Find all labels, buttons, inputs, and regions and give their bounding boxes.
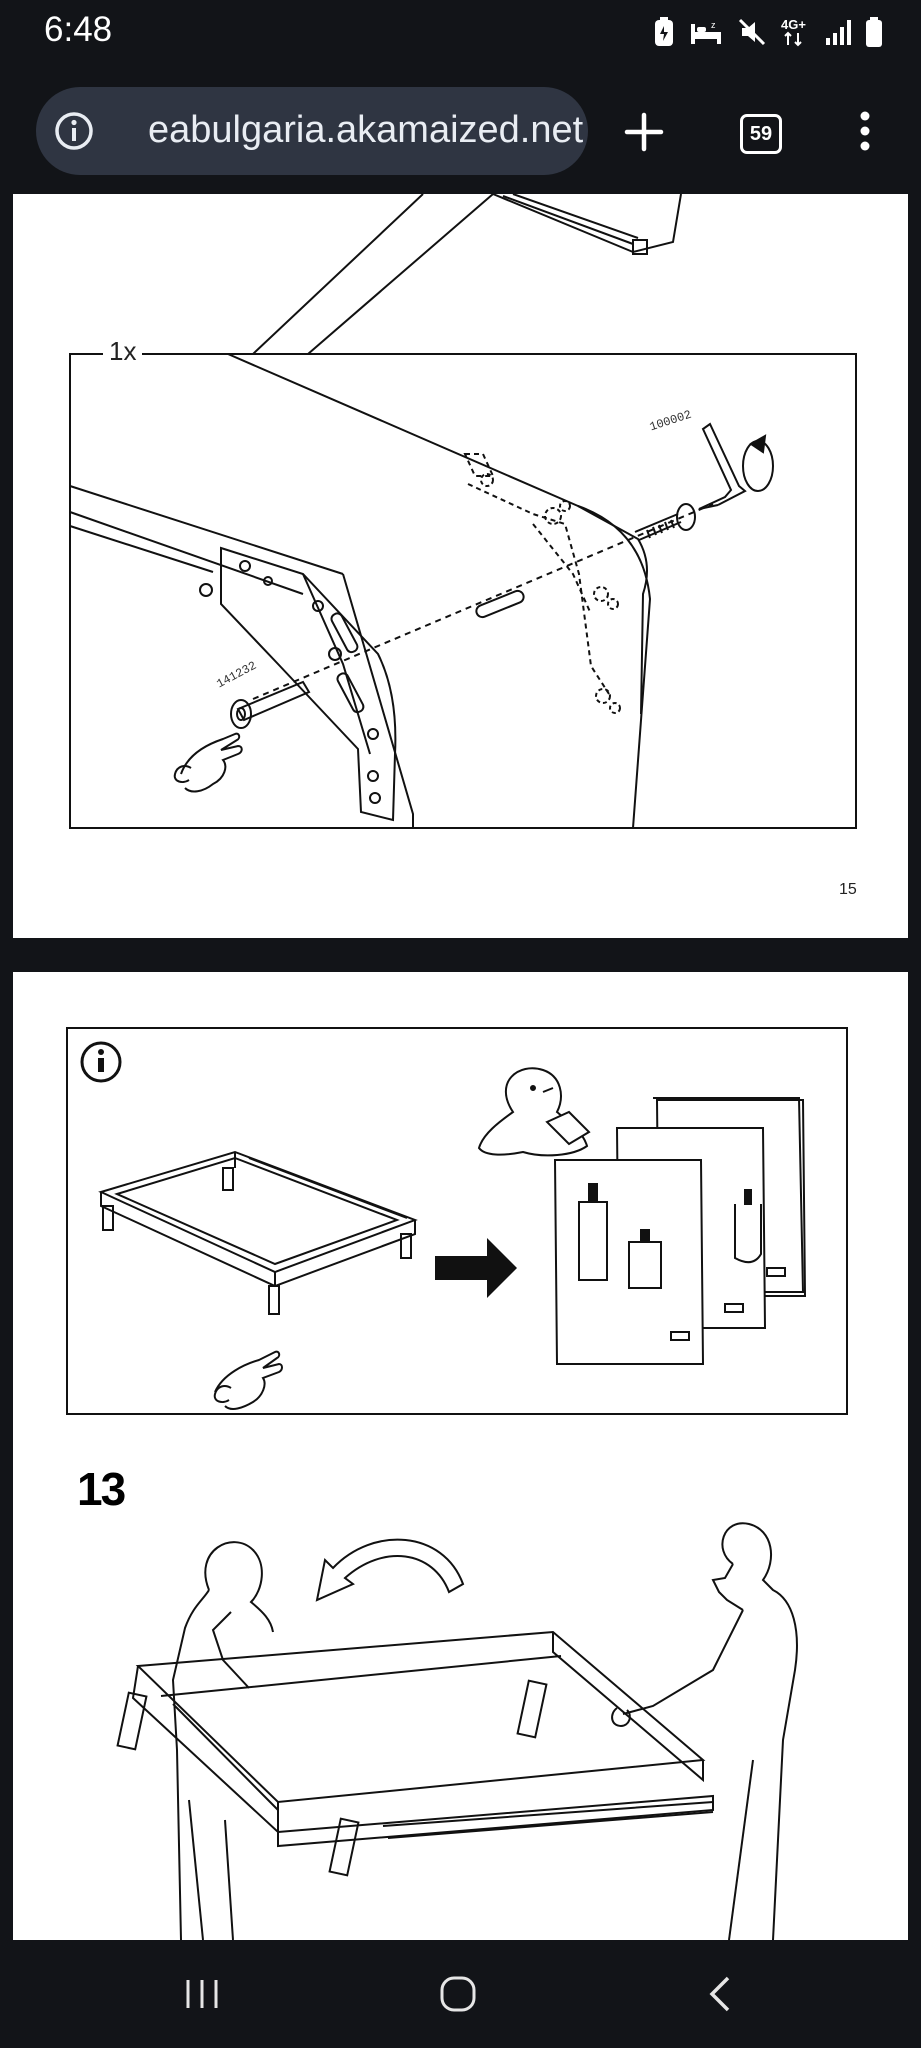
mute-icon [738,18,766,46]
navigation-bar [0,1940,921,2048]
clock: 6:48 [44,10,113,49]
svg-text:z: z [711,20,716,30]
home-icon[interactable] [438,1974,478,2014]
battery-icon [866,17,882,47]
recent-apps-icon[interactable] [182,1974,222,2014]
menu-icon[interactable] [858,110,872,152]
assembly-illustration-bolt [69,194,857,829]
new-tab-icon[interactable] [624,112,664,152]
tabs-icon[interactable]: 59 [740,114,782,154]
svg-text:4G+: 4G+ [781,17,806,32]
battery-saver-icon [655,17,673,46]
address-bar[interactable]: eabulgaria.akamaized.net [36,87,588,175]
url-text[interactable]: eabulgaria.akamaized.net [148,109,584,151]
manual-page-15: 1x 100002 141232 15 [13,194,908,938]
step-number: 13 [77,1463,126,1515]
info-icon[interactable] [52,109,96,153]
back-icon[interactable] [700,1974,740,2014]
assembly-illustration-step-13 [116,1522,798,1940]
status-bar: 6:48 z 4G+ [0,0,921,66]
quantity-label: 1x [103,336,143,367]
page-number: 15 [839,881,857,898]
network-4g-icon: 4G+ [781,17,806,47]
assembly-illustration-info [66,1027,848,1415]
status-icons: z 4G+ [653,16,883,48]
signal-icon [826,20,851,45]
browser-toolbar: eabulgaria.akamaized.net 59 [0,66,921,194]
manual-page-16: 13 [13,972,908,1940]
sleep-icon: z [691,20,721,44]
